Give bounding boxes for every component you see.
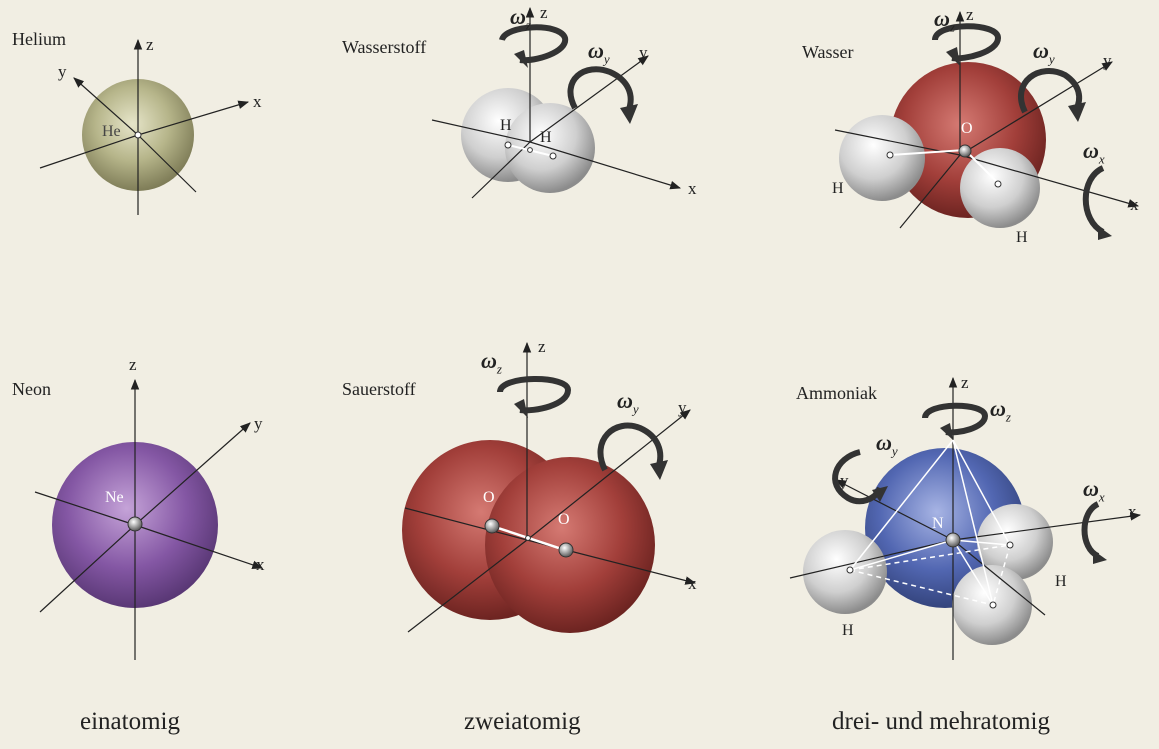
water-panel	[834, 10, 1140, 240]
hydrogen-axis-x: x	[688, 179, 697, 198]
oxygen-axis-z: z	[538, 337, 546, 356]
hydrogen-omega-y: ωy	[588, 38, 610, 67]
hydrogen-axis-z: z	[540, 3, 548, 22]
ammonia-atom-label-n: N	[932, 515, 944, 532]
neon-axis-z: z	[129, 355, 137, 374]
oxygen-title: Sauerstoff	[342, 379, 416, 399]
helium-axis-y: y	[58, 62, 67, 81]
ammonia-omega-x: ωx	[1083, 476, 1105, 505]
helium-title: Helium	[12, 29, 66, 49]
caption-monatomic: einatomig	[80, 708, 180, 735]
water-omega-x: ωx	[1083, 138, 1105, 167]
neon-axis-x: x	[256, 555, 265, 574]
helium-axis-x: x	[253, 92, 262, 111]
oxygen-omega-y: ωy	[617, 388, 639, 417]
oxygen-axis-y: y	[678, 398, 687, 417]
neon-axis-y: y	[254, 414, 263, 433]
hydrogen-axis-y: y	[639, 43, 648, 62]
hydrogen-atom-label-2: H	[540, 129, 552, 146]
oxygen-axis-x: x	[688, 574, 697, 593]
ammonia-atom-label-h2: H	[1055, 573, 1067, 590]
oxygen-panel	[402, 341, 697, 633]
hydrogen-title: Wasserstoff	[342, 37, 427, 57]
caption-polyatomic: drei- und mehratomig	[832, 708, 1050, 735]
water-omega-y: ωy	[1033, 38, 1055, 67]
water-atom-label-h2: H	[1016, 229, 1028, 246]
ammonia-atom-label-h1: H	[842, 622, 854, 639]
water-omega-z: ωz	[934, 6, 955, 35]
neon-title: Neon	[12, 379, 51, 399]
neon-panel	[34, 378, 264, 660]
caption-diatomic: zweiatomig	[464, 708, 581, 735]
water-axis-z: z	[966, 5, 974, 24]
hydrogen-atom-label-1: H	[500, 117, 512, 134]
helium-atom-label: He	[102, 123, 121, 140]
water-atom-label-o: O	[961, 120, 973, 137]
water-axis-y: y	[1103, 51, 1112, 70]
neon-atom-label: Ne	[105, 489, 124, 506]
ammonia-axis-x: x	[1128, 502, 1137, 521]
ammonia-panel	[789, 376, 1142, 660]
helium-axis-z: z	[146, 35, 154, 54]
ammonia-axis-z: z	[961, 373, 969, 392]
ammonia-omega-y: ωy	[876, 430, 898, 459]
ammonia-title: Ammoniak	[796, 383, 877, 403]
water-atom-label-h1: H	[832, 180, 844, 197]
hydrogen-omega-z: ωz	[510, 4, 531, 33]
oxygen-omega-z: ωz	[481, 348, 502, 377]
helium-panel	[39, 38, 250, 215]
oxygen-atom-label-2: O	[558, 511, 570, 528]
water-title: Wasser	[802, 42, 854, 62]
ammonia-axis-y: y	[840, 471, 849, 490]
ammonia-omega-z: ωz	[990, 396, 1011, 425]
bleed-through-text	[600, 172, 605, 193]
oxygen-atom-label-1: O	[483, 489, 495, 506]
hydrogen-panel	[431, 6, 682, 199]
water-axis-x: x	[1130, 195, 1139, 214]
